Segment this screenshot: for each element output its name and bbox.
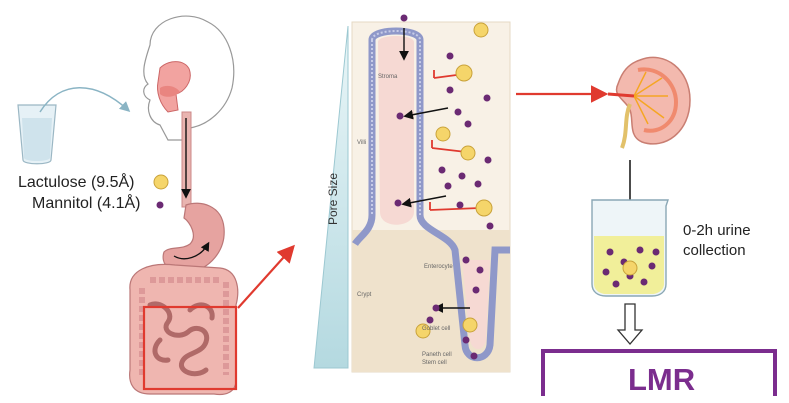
stem-cell-label: Stem cell bbox=[422, 360, 447, 366]
colon-icon bbox=[130, 264, 238, 394]
kidney-icon bbox=[608, 57, 690, 148]
arrow-gut-to-villus bbox=[238, 248, 292, 308]
goblet-cell-label: Goblet cell bbox=[422, 326, 450, 332]
urine-beaker-icon bbox=[592, 200, 668, 296]
mannitol-legend-icon bbox=[157, 202, 164, 209]
hollow-down-arrow bbox=[618, 304, 642, 344]
mannitol-legend-label: Mannitol (4.1Å) bbox=[32, 195, 141, 213]
paneth-cell-label: Paneth cell bbox=[422, 352, 452, 358]
lactulose-legend-icon bbox=[154, 175, 168, 189]
lactulose-legend-label: Lactulose (9.5Å) bbox=[18, 174, 135, 192]
urine-line-1: 0-2h urine bbox=[683, 221, 783, 241]
stroma-label: Stroma bbox=[378, 74, 397, 80]
urine-collection-label: 0-2h urine collection bbox=[683, 221, 783, 261]
enterocyte-label: Enterocyte bbox=[424, 264, 453, 270]
pore-size-label: Pore Size bbox=[326, 173, 340, 225]
urine-line-2: collection bbox=[683, 241, 783, 261]
lmr-result-label: LMR bbox=[628, 362, 695, 398]
stomach-icon bbox=[163, 203, 224, 272]
crypt-label: Crypt bbox=[357, 292, 371, 298]
villi-label: Villi bbox=[357, 140, 366, 146]
